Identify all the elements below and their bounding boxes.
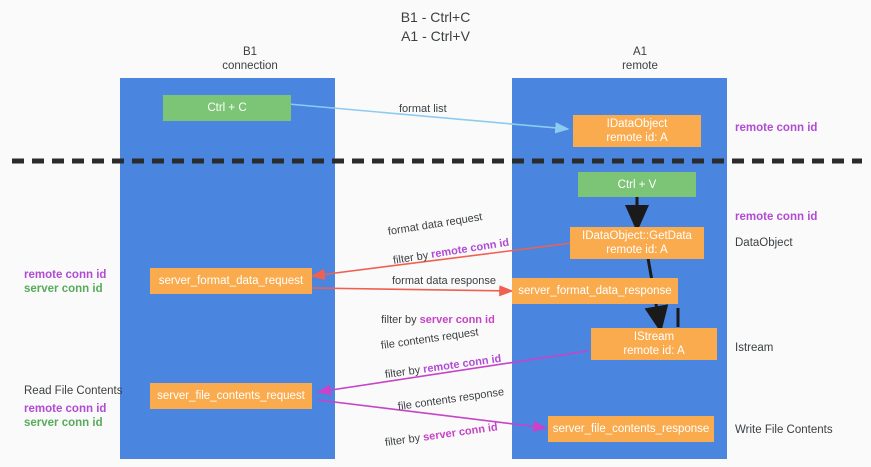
annotation-left-remote-conn-id-1: remote conn id [24,269,107,281]
node-server-format-data-response[interactable]: server_format_data_response [512,278,678,304]
node-ctrl-v[interactable]: Ctrl + V [578,172,696,197]
filter-by-value-2: server conn id [419,314,495,326]
node-idataobject[interactable]: IDataObject remote id: A [573,115,701,147]
annotation-istream: Istream [735,342,774,354]
annotation-read-file-contents: Read File Contents [24,385,123,397]
annotation-left-server-conn-id-2: server conn id [24,417,103,429]
node-server-file-contents-request[interactable]: server_file_contents_request [150,383,312,409]
node-server-file-contents-response[interactable]: server_file_contents_response [548,416,714,442]
annotation-remote-conn-id-top: remote conn id [735,122,818,134]
edge-label-format-list: format list [399,103,447,115]
annotation-left-remote-conn-id-2: remote conn id [24,403,107,415]
swimlane-heading-b1: B1 connection [222,46,278,72]
edge-label-format-data-response: format data response [392,275,496,287]
node-idataobject-getdata[interactable]: IDataObject::GetData remote id: A [570,227,704,259]
swimlane-heading-a1: A1 remote [622,46,658,72]
filter-by-prefix-2: filter by [381,314,420,326]
node-ctrl-c[interactable]: Ctrl + C [163,95,291,121]
annotation-write-file-contents: Write File Contents [735,424,833,436]
edge-label-filter-by-server-conn-id-1: filter by server conn id [375,299,495,327]
node-server-format-data-request[interactable]: server_format_data_request [150,268,312,294]
node-istream[interactable]: IStream remote id: A [591,328,717,360]
page-title: B1 - Ctrl+C A1 - Ctrl+V [400,9,471,44]
annotation-dataobject: DataObject [735,237,793,249]
annotation-remote-conn-id-getdata: remote conn id [735,211,818,223]
annotation-left-server-conn-id-1: server conn id [24,283,103,295]
